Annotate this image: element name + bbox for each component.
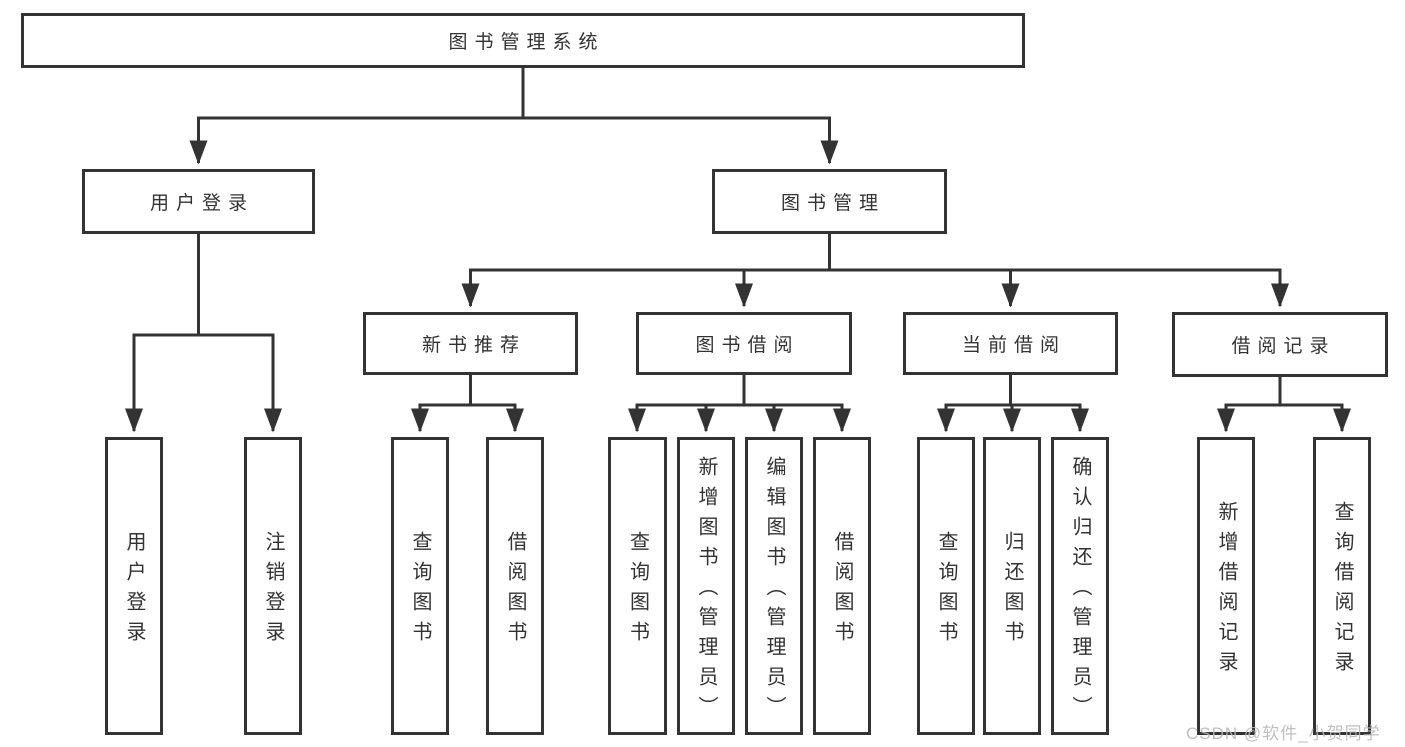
csdn-watermark: CSDN @软件_小贺同学 [1186,724,1381,743]
leaf-borrow-books-recommend: 借阅图书 [486,437,544,735]
node-user-login: 用户登录 [82,169,315,234]
node-library-management-system: 图书管理系统 [21,13,1025,68]
leaf-add-borrow-record: 新增借阅记录 [1197,437,1255,735]
node-borrow-records: 借阅记录 [1172,312,1388,377]
leaf-query-books-borrow: 查询图书 [608,437,667,735]
leaf-query-books-recommend: 查询图书 [391,437,449,735]
node-current-borrow: 当前借阅 [903,312,1118,375]
leaf-confirm-return-admin: 确认归还（管理员） [1051,437,1109,735]
leaf-return-book: 归还图书 [983,437,1041,735]
leaf-logout: 注销登录 [244,437,302,735]
leaf-user-login: 用户登录 [105,437,163,735]
leaf-query-books-current: 查询图书 [917,437,975,735]
node-new-book-recommend: 新书推荐 [363,312,578,375]
leaf-borrow-books: 借阅图书 [813,437,871,735]
node-book-management: 图书管理 [712,169,947,234]
node-book-borrow: 图书借阅 [636,312,852,375]
leaf-edit-book-admin: 编辑图书（管理员） [745,437,803,735]
leaf-add-book-admin: 新增图书（管理员） [677,437,735,735]
leaf-query-borrow-record: 查询借阅记录 [1313,437,1371,735]
